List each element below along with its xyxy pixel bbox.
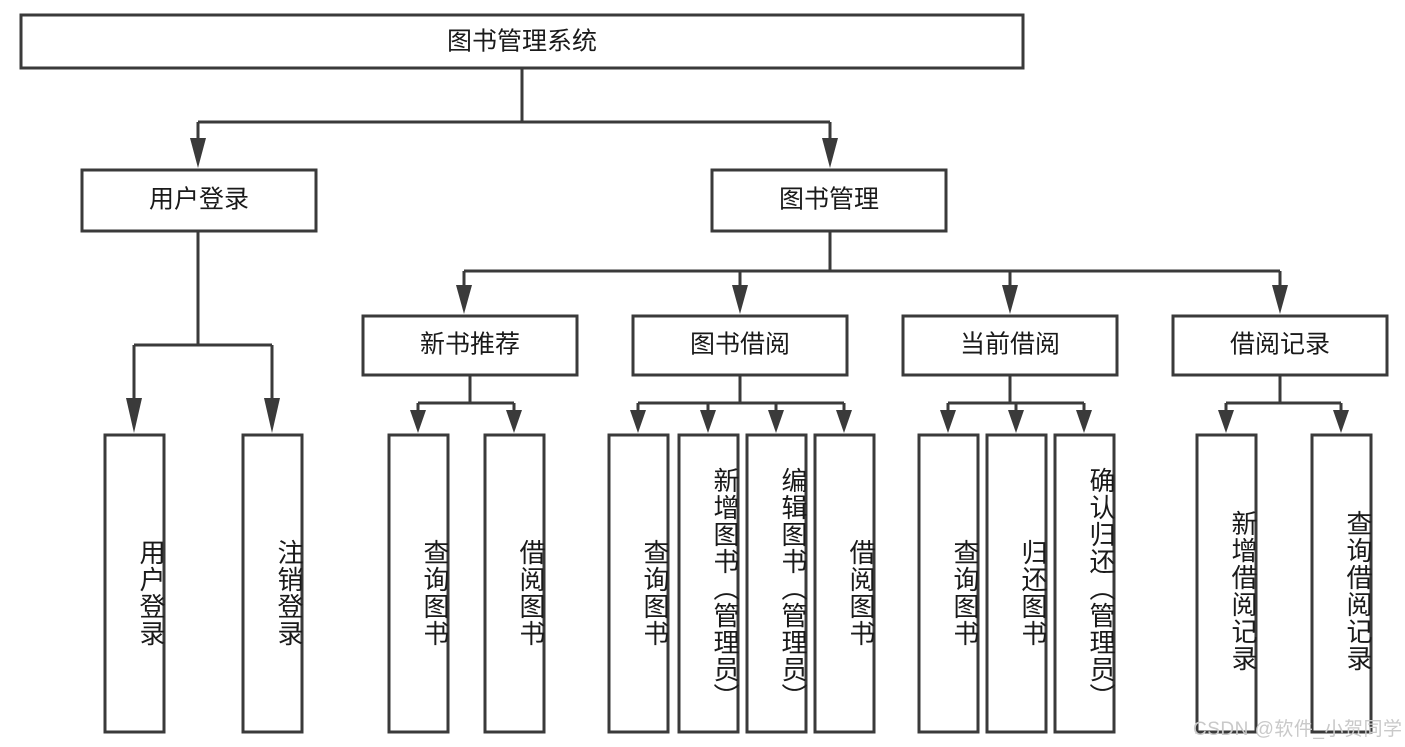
node-root[interactable]: 图书管理系统 bbox=[19, 13, 1025, 70]
connector-bookborrow-to-leaves bbox=[630, 376, 852, 433]
node-book-borrow[interactable]: 图书借阅 bbox=[631, 314, 849, 377]
leaf-box-confirm-return-admin[interactable] bbox=[1053, 433, 1116, 734]
leaf-box-edit-book-admin[interactable] bbox=[745, 433, 808, 734]
connector-currentborrow-to-leaves bbox=[940, 376, 1092, 433]
leaf-box-return-book[interactable] bbox=[985, 433, 1048, 734]
leaf-box-user-login[interactable] bbox=[103, 433, 166, 734]
leaf-box-borrow-book-new[interactable] bbox=[483, 433, 546, 734]
node-user-login-label: 用户登录 bbox=[149, 186, 249, 214]
node-new-book-recommend-label: 新书推荐 bbox=[420, 331, 520, 359]
node-new-book-recommend[interactable]: 新书推荐 bbox=[361, 314, 579, 377]
node-current-borrow[interactable]: 当前借阅 bbox=[901, 314, 1119, 377]
connector-bookmgmt-to-level3 bbox=[456, 232, 1288, 314]
leaf-box-query-book-current[interactable] bbox=[917, 433, 980, 734]
leaf-box-query-borrow-record[interactable] bbox=[1310, 433, 1373, 734]
leaf-box-add-book-admin[interactable] bbox=[677, 433, 740, 734]
node-root-label: 图书管理系统 bbox=[447, 28, 597, 56]
node-current-borrow-label: 当前借阅 bbox=[960, 331, 1060, 359]
connector-newbook-to-leaves bbox=[410, 376, 522, 433]
node-user-login[interactable]: 用户登录 bbox=[80, 168, 318, 233]
node-borrow-record[interactable]: 借阅记录 bbox=[1171, 314, 1389, 377]
leaf-box-borrow-book[interactable] bbox=[813, 433, 876, 734]
leaf-box-logout[interactable] bbox=[241, 433, 304, 734]
connector-borrowrecord-to-leaves bbox=[1218, 376, 1349, 433]
node-book-management-label: 图书管理 bbox=[779, 186, 879, 214]
leaf-box-query-book-borrow[interactable] bbox=[607, 433, 670, 734]
node-book-borrow-label: 图书借阅 bbox=[690, 331, 790, 359]
leaf-boxes bbox=[103, 433, 1373, 734]
csdn-watermark: CSDN @软件_小贺同学 bbox=[1193, 719, 1403, 740]
leaf-box-add-borrow-record[interactable] bbox=[1195, 433, 1258, 734]
connector-userlogin-to-leaves bbox=[126, 232, 280, 433]
connector-root-to-level2 bbox=[190, 69, 838, 168]
leaf-box-query-book-new[interactable] bbox=[387, 433, 450, 734]
node-borrow-record-label: 借阅记录 bbox=[1230, 331, 1330, 359]
node-book-management[interactable]: 图书管理 bbox=[710, 168, 948, 233]
